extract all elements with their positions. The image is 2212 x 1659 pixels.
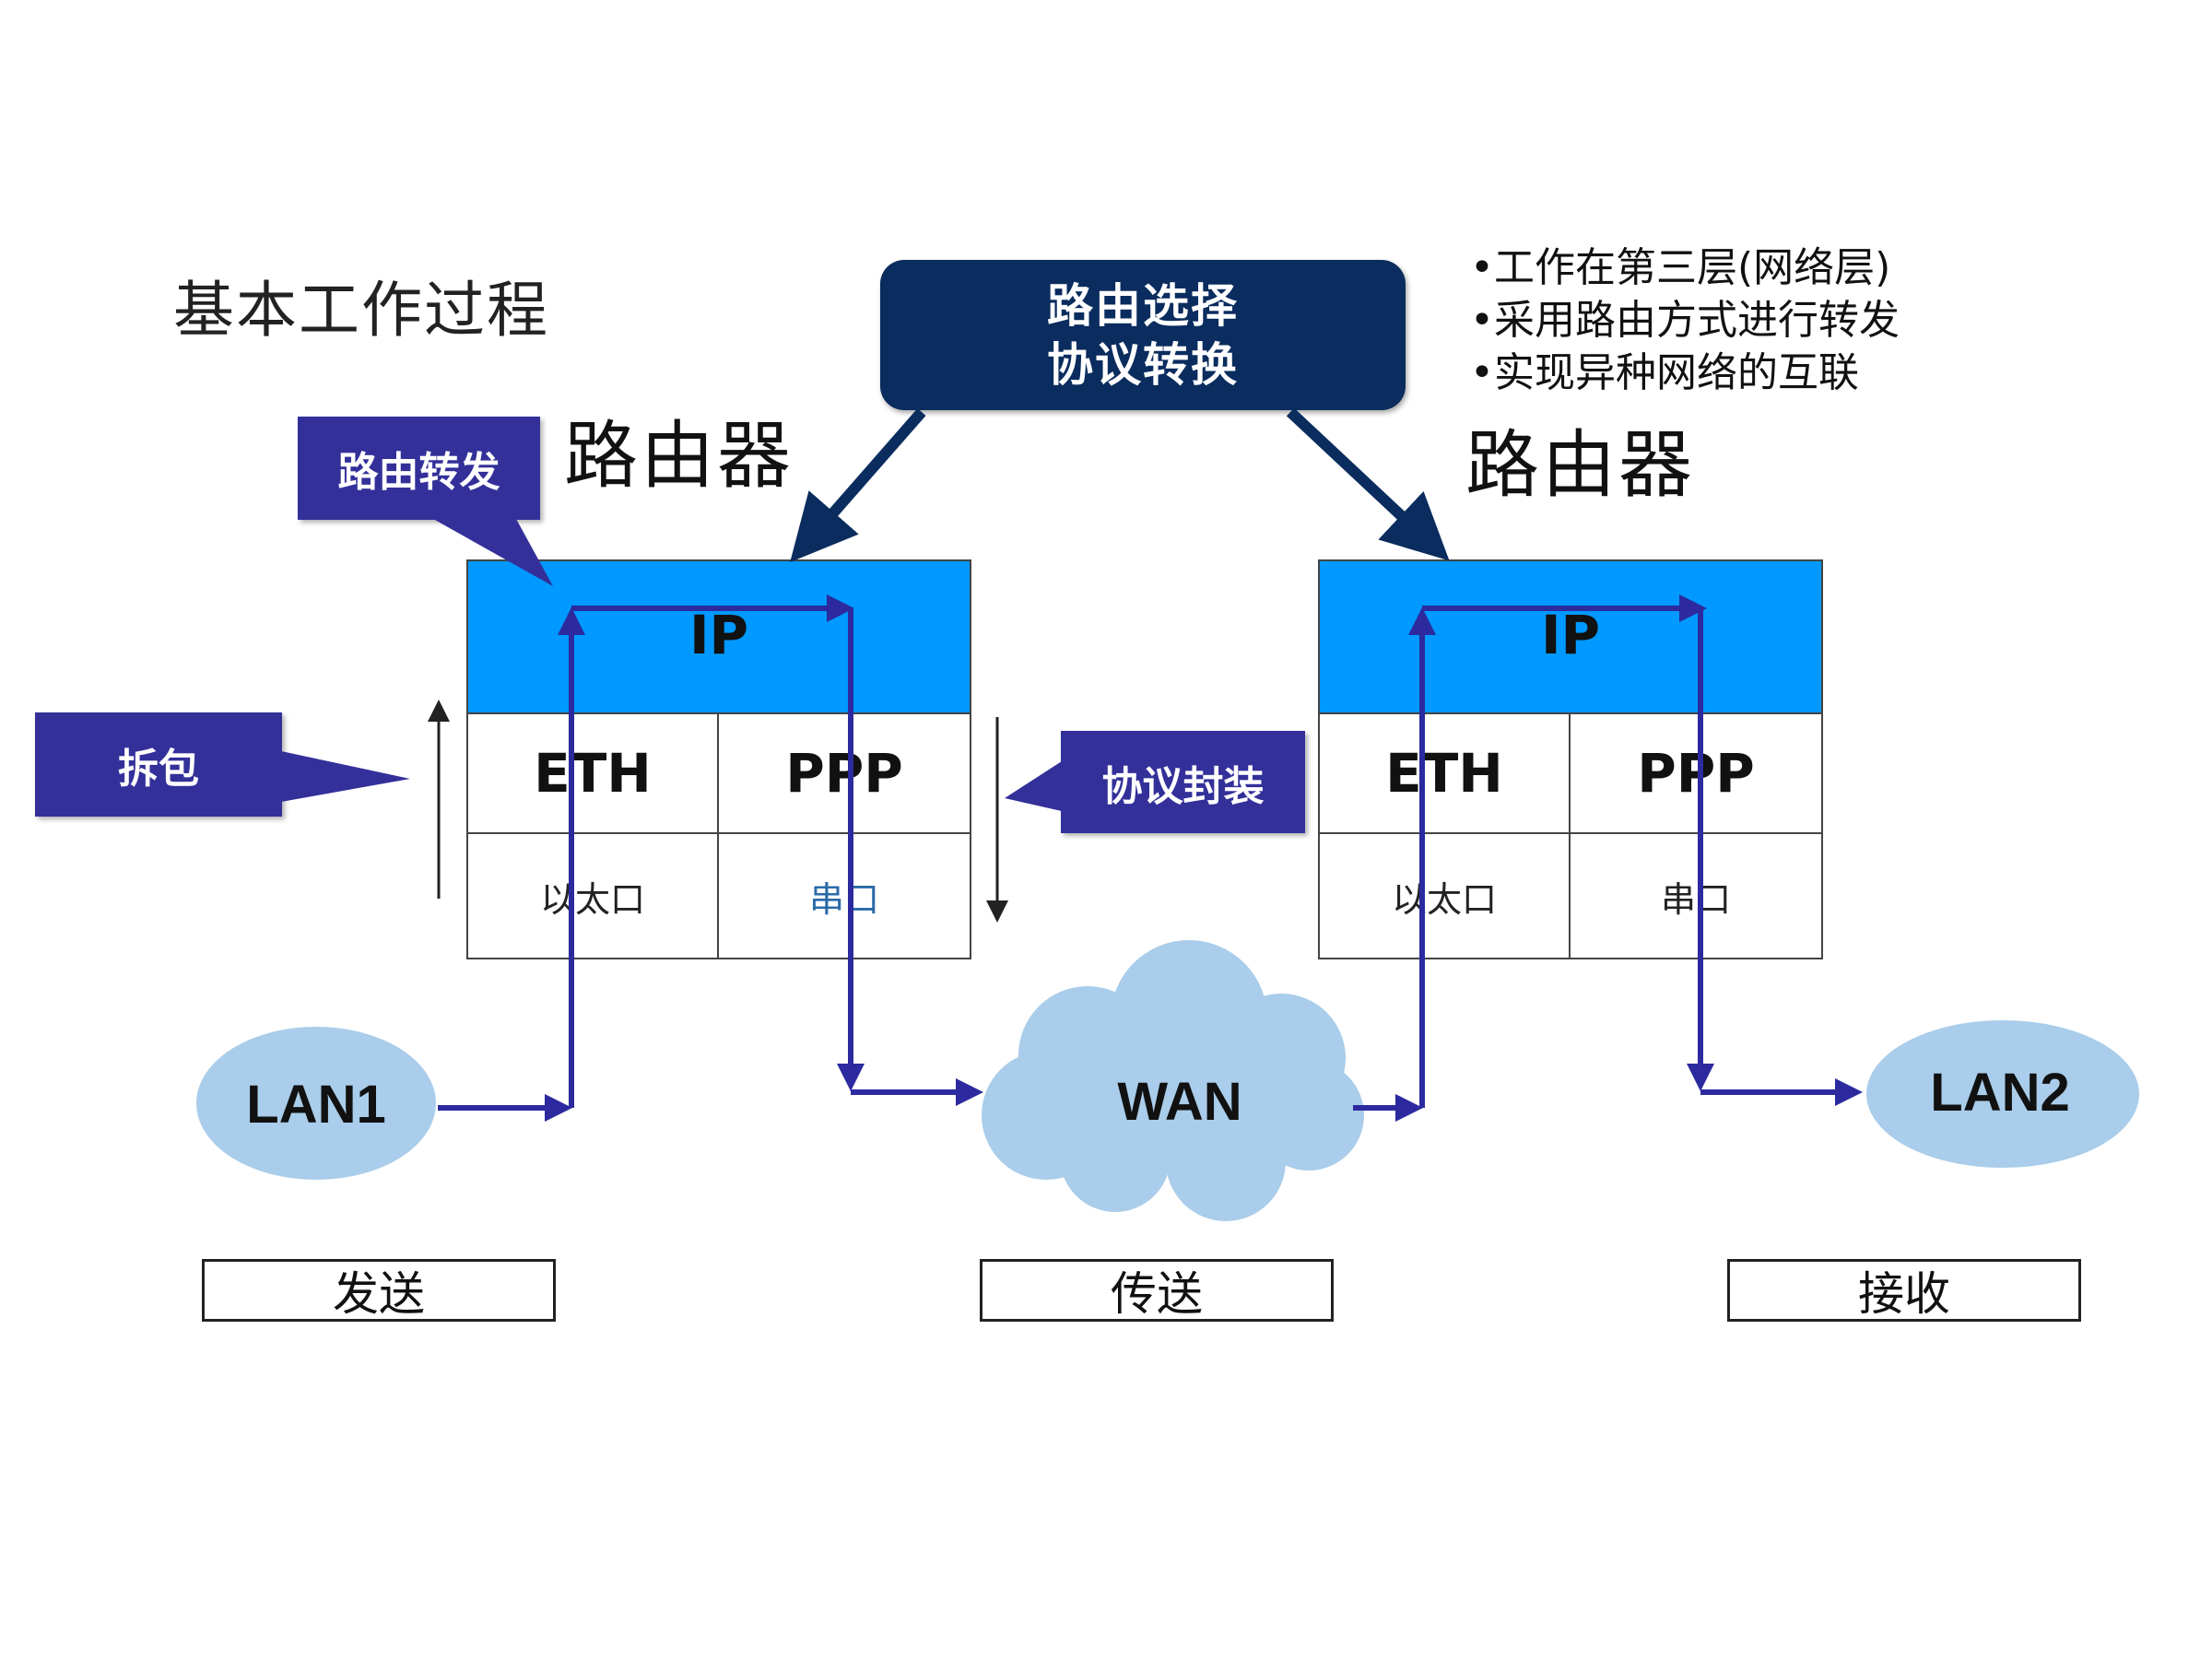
ip-layer: IP — [1320, 561, 1821, 714]
callout-encap-tail — [1005, 761, 1062, 811]
arrow-to-left-router — [790, 408, 926, 563]
stage-receive-box: 接收 — [1727, 1259, 2081, 1322]
packet-path-router-left — [438, 594, 983, 1122]
ppp-cell: PPP — [719, 714, 970, 834]
ethernet-port-label: 以太口 — [1391, 878, 1497, 920]
callout-unpack: 拆包 — [35, 712, 282, 817]
eth-cell: ETH — [468, 714, 719, 834]
callout-forward-tail — [433, 519, 553, 586]
stage-transmit-label: 传送 — [1111, 1267, 1203, 1321]
lan1-label: LAN1 — [246, 1075, 385, 1135]
eth-label: ETH — [534, 742, 652, 805]
callout-encap: 协议封装 — [1061, 731, 1305, 833]
stage-transmit-box: 传送 — [980, 1259, 1334, 1322]
router-right: IP ETH PPP 以太口 串口 — [1318, 559, 1823, 959]
ppp-cell: PPP — [1571, 714, 1821, 834]
page-title: 基本工作过程 — [173, 275, 549, 346]
wan-label: WAN — [1117, 1072, 1241, 1132]
packet-path-router-right — [1353, 594, 1863, 1122]
serial-port-cell: 串口 — [719, 834, 970, 958]
serial-port-cell: 串口 — [1571, 834, 1821, 958]
lan2-label: LAN2 — [1930, 1063, 2069, 1123]
routing-function-line2: 协议转换 — [1047, 337, 1239, 392]
router-label-left: 路由器 — [564, 413, 794, 499]
eth-cell: ETH — [1320, 714, 1571, 834]
routing-function-box: 路由选择 协议转换 — [880, 260, 1406, 410]
serial-port-label: 串口 — [808, 878, 879, 920]
stage-send-box: 发送 — [202, 1259, 556, 1322]
stage-send-label: 发送 — [333, 1267, 425, 1321]
callout-forward-label: 路由转发 — [337, 449, 500, 496]
ethernet-port-cell: 以太口 — [468, 834, 719, 958]
callout-encap-label: 协议封装 — [1101, 762, 1265, 810]
ppp-label: PPP — [785, 742, 903, 805]
feature-list: •工作在第三层(网络层) •采用路由方式进行转发 •实现异种网络的互联 — [1470, 241, 1900, 399]
router-label-right: 路由器 — [1465, 422, 1695, 508]
callout-unpack-label: 拆包 — [118, 745, 199, 793]
wan-cloud — [982, 940, 1364, 1221]
serial-port-label: 串口 — [1660, 878, 1731, 920]
lan2-ellipse — [1866, 1020, 2139, 1168]
feature-item: •实现异种网络的互联 — [1470, 349, 1859, 396]
callout-unpack-tail — [281, 751, 410, 802]
eth-label: ETH — [1385, 742, 1503, 805]
ip-layer: IP — [468, 561, 970, 714]
stage-receive-label: 接收 — [1858, 1267, 1950, 1321]
ethernet-port-label: 以太口 — [539, 878, 645, 920]
ip-layer-label: IP — [1540, 604, 1601, 666]
feature-item: •采用路由方式进行转发 — [1470, 297, 1900, 344]
ip-layer-label: IP — [688, 604, 749, 666]
lan1-ellipse — [196, 1027, 436, 1180]
routing-function-line1: 路由选择 — [1047, 278, 1239, 333]
callout-forward: 路由转发 — [298, 417, 540, 520]
ethernet-port-cell: 以太口 — [1320, 834, 1571, 958]
arrow-to-right-router — [1286, 407, 1450, 561]
feature-item: •工作在第三层(网络层) — [1470, 244, 1891, 291]
router-left: IP ETH PPP 以太口 串口 — [466, 559, 971, 959]
ppp-label: PPP — [1637, 742, 1755, 805]
